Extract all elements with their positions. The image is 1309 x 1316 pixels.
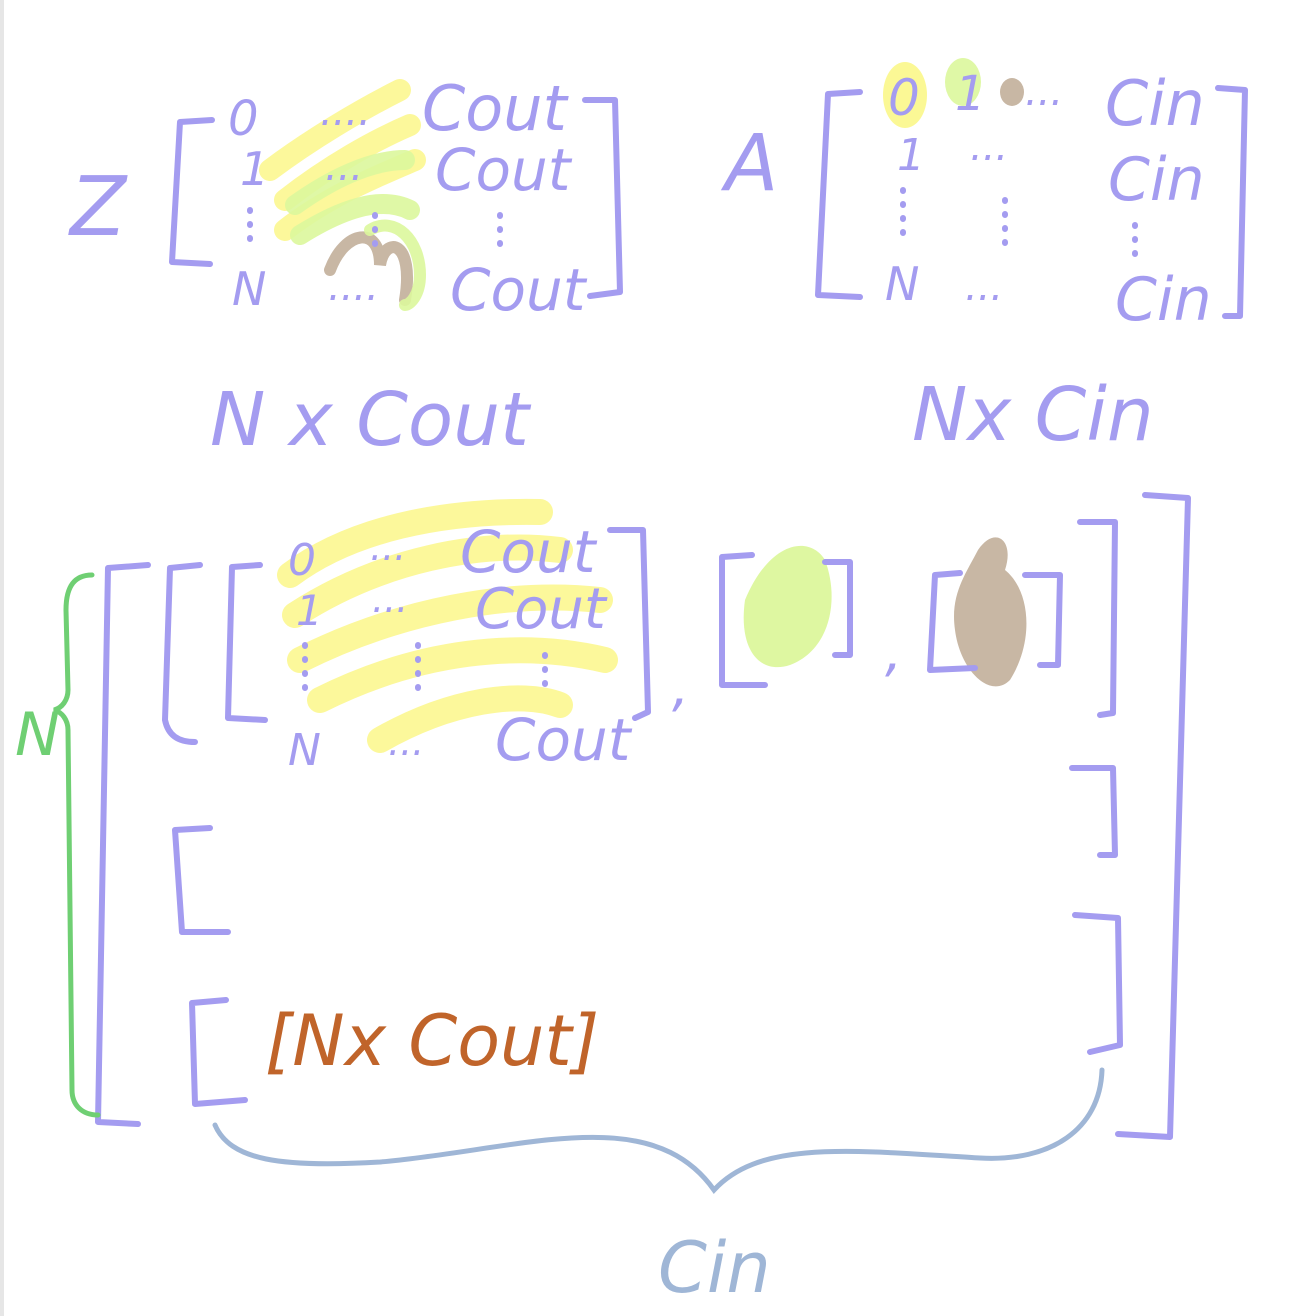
a-col2-brown-highlight — [1000, 78, 1024, 106]
z-right-bracket — [582, 97, 623, 299]
row1-left-bracket — [162, 562, 203, 745]
row2-left-bracket — [172, 825, 231, 935]
n-brace — [53, 572, 101, 1118]
z-rowN-dots: .... — [328, 264, 379, 310]
z-row1-end: Cout — [435, 136, 573, 204]
a-matrix-name: A — [720, 119, 778, 209]
a-right-bracket — [1215, 85, 1248, 319]
z-row1-green-highlight — [285, 150, 420, 245]
z-row0-index: 0 — [228, 91, 259, 147]
third-slice-right-bracket — [1022, 572, 1063, 668]
z-left-bracket — [169, 117, 215, 267]
first-slice-left-bracket — [225, 562, 268, 723]
a-col0-index: 0 — [888, 69, 920, 127]
a-col1-index: 1 — [955, 66, 986, 122]
first-slice-row0-end: Cout — [460, 518, 598, 586]
a-size-label: Nx Cin — [912, 372, 1154, 458]
n-brace-label: N — [15, 700, 60, 770]
row3-right-bracket — [1072, 912, 1123, 1055]
first-slice-rowN-dots: ... — [388, 720, 424, 764]
z-size-label: N x Cout — [210, 377, 532, 463]
z-rowN-end: Cout — [450, 256, 588, 324]
row2-right-bracket — [1069, 765, 1118, 858]
a-row0-end: Cin — [1105, 67, 1205, 140]
first-slice-row0-index: 0 — [288, 535, 316, 586]
separator-2: , — [885, 620, 902, 683]
matrix-z: Z 0 .... Cout 1 ... Cout N .... Cout N x… — [68, 72, 623, 463]
third-slice-brown-fill — [954, 537, 1027, 687]
z-row1-index: 1 — [240, 142, 269, 196]
a-row1-index: 1 — [897, 130, 925, 181]
a-row1-dots: ... — [970, 124, 1008, 170]
a-rowN-end: Cin — [1115, 265, 1212, 335]
first-slice-right-bracket — [607, 527, 651, 721]
z-rowN-brown-highlight — [324, 231, 413, 306]
outer-right-bracket — [1115, 492, 1191, 1140]
first-slice-row1-dots: ... — [372, 577, 408, 621]
separator-1: , — [672, 655, 689, 718]
second-slice-green-fill — [743, 545, 832, 668]
first-slice-rowN-index: N — [288, 725, 321, 776]
z-rowN-index: N — [232, 262, 266, 316]
z-rowN-green-highlight — [364, 219, 427, 311]
z-row1-dots: ... — [325, 144, 363, 190]
a-col0-yellow-highlight — [883, 62, 927, 128]
z-matrix-name: Z — [68, 160, 128, 255]
a-rowN-dots: ... — [965, 264, 1003, 310]
first-slice-rowN-end: Cout — [495, 706, 633, 774]
stacked-block: 0 ... Cout 1 ... Cout N ... Cout , , — [15, 492, 1191, 1309]
z-row0-dots: .... — [320, 89, 371, 135]
third-slice-left-bracket — [927, 570, 978, 673]
second-slice-right-bracket — [822, 559, 853, 658]
second-slice-left-bracket — [719, 552, 768, 688]
canvas-left-edge — [0, 0, 4, 1316]
first-slice-row1-end: Cout — [475, 577, 608, 642]
a-col1-green-highlight — [945, 58, 981, 106]
a-top-dots: ... — [1025, 69, 1063, 115]
a-rowN-index: N — [885, 257, 919, 311]
outer-left-bracket — [95, 562, 151, 1127]
first-slice-row0-dots: ... — [370, 525, 406, 569]
matrix-a: A 0 1 ... Cin 1 ... Cin N ... Cin Nx Cin — [720, 58, 1248, 458]
cin-brace — [212, 1067, 1105, 1194]
a-left-bracket — [815, 89, 863, 300]
a-row1-end: Cin — [1108, 145, 1205, 215]
first-slice-yellow-highlight — [277, 498, 618, 753]
row3-slice-label: [Nx Cout] — [265, 1000, 599, 1082]
row3-left-bracket — [189, 997, 248, 1107]
first-slice-row1-index: 1 — [296, 586, 323, 635]
z-row0-end: Cout — [422, 72, 570, 145]
cin-brace-label: Cin — [658, 1227, 771, 1309]
row1-right-bracket — [1077, 519, 1118, 718]
